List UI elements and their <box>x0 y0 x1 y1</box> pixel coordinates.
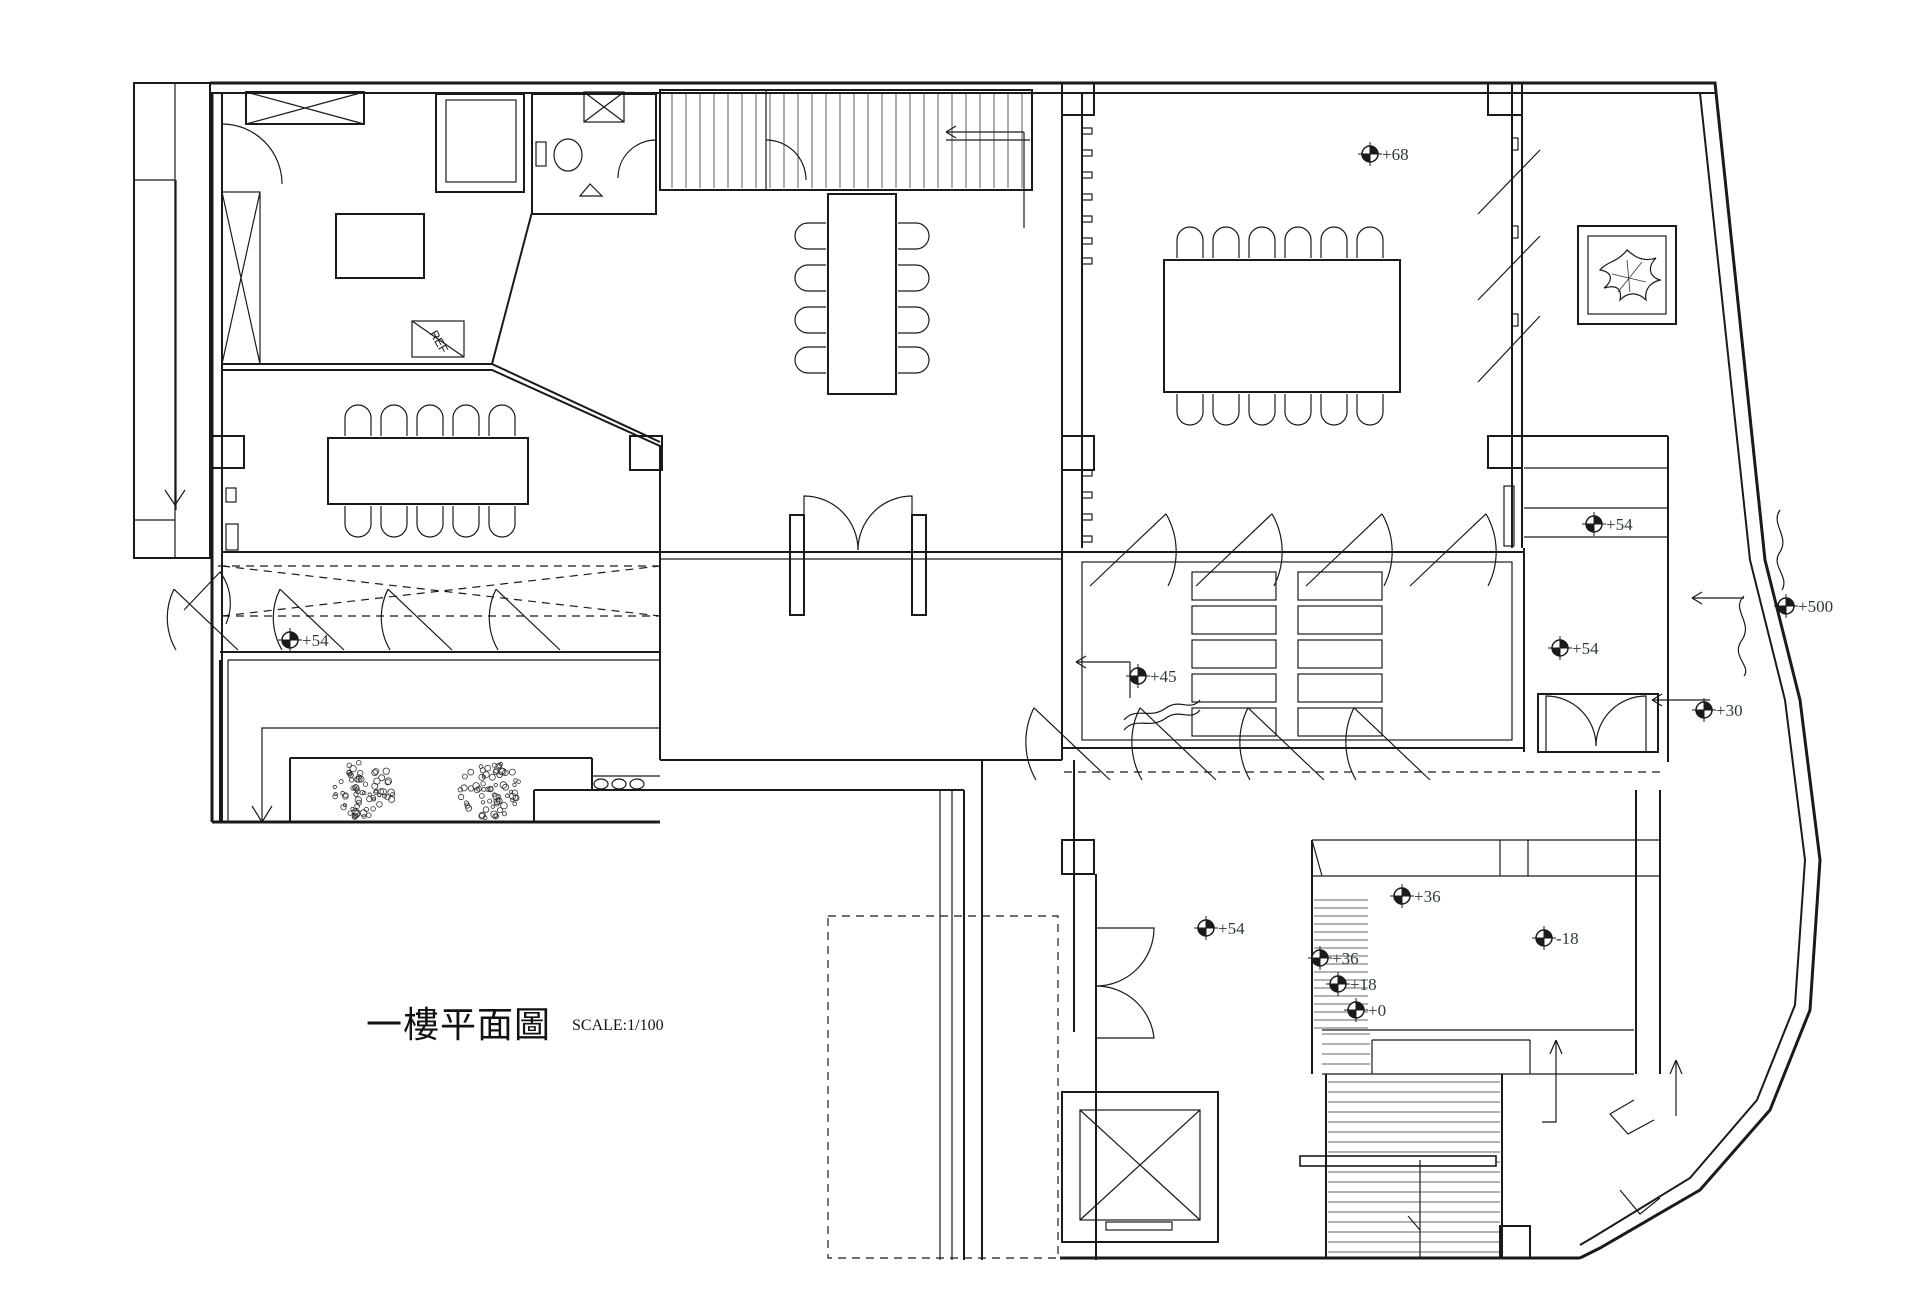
ref-label: REF <box>427 328 451 356</box>
exterior-walls <box>210 81 1822 1260</box>
chair <box>1212 394 1240 426</box>
level-label: +54 <box>1572 639 1599 658</box>
level-label: +0 <box>1368 1001 1386 1020</box>
level-label: +68 <box>1382 145 1409 164</box>
chair <box>794 264 826 292</box>
chair <box>380 404 408 436</box>
level-marker-plus0: +0 <box>1344 998 1386 1022</box>
west-meeting-room <box>211 369 663 555</box>
chair <box>1284 394 1312 426</box>
chair <box>416 506 444 538</box>
level-marker-plus54-upper: +54 <box>1582 512 1633 536</box>
sw-corridor <box>166 551 1062 1260</box>
chair <box>1176 226 1204 258</box>
level-label: +36 <box>1332 949 1359 968</box>
level-marker-plus45: +45 <box>1126 664 1177 688</box>
level-label: +30 <box>1716 701 1743 720</box>
chair <box>380 506 408 538</box>
chair <box>488 404 516 436</box>
kitchen-room: REF <box>221 91 661 443</box>
chair <box>452 404 480 436</box>
west-entry-band <box>133 82 211 559</box>
chair <box>1176 394 1204 426</box>
chair <box>416 404 444 436</box>
chair <box>1356 394 1384 426</box>
chair <box>1284 226 1312 258</box>
level-marker-plus54-south: +54 <box>1194 916 1245 940</box>
ne-conference-room <box>1163 82 1677 548</box>
chair <box>1248 394 1276 426</box>
chair <box>1320 226 1348 258</box>
drawing-title: 一樓平面圖 <box>366 1005 552 1046</box>
level-label: +500 <box>1798 597 1833 616</box>
chair <box>1212 226 1240 258</box>
level-label: +36 <box>1414 887 1441 906</box>
level-marker-plus500: +500 <box>1774 594 1833 618</box>
south-lobby <box>1061 760 1683 1260</box>
level-marker-plus18: +18 <box>1326 972 1377 996</box>
central-hall <box>660 82 1095 760</box>
chair <box>898 306 930 334</box>
chair <box>452 506 480 538</box>
level-label: -18 <box>1556 929 1579 948</box>
level-label: +45 <box>1150 667 1177 686</box>
chair <box>488 506 516 538</box>
level-label: +54 <box>1218 919 1245 938</box>
level-marker-minus18: -18 <box>1532 926 1579 950</box>
chair <box>898 264 930 292</box>
level-label: +18 <box>1350 975 1377 994</box>
chair <box>898 222 930 250</box>
chair <box>1248 226 1276 258</box>
chair <box>344 404 372 436</box>
drawing-scale: SCALE:1/100 <box>572 1017 664 1034</box>
level-label: +54 <box>1606 515 1633 534</box>
planter-left <box>332 760 396 820</box>
tree-icon <box>1598 249 1663 302</box>
chair <box>344 506 372 538</box>
chair <box>794 306 826 334</box>
chair <box>1320 394 1348 426</box>
north-stair <box>659 89 1033 191</box>
chair <box>794 346 826 374</box>
restroom <box>531 91 657 215</box>
display-foyer <box>1025 513 1662 781</box>
level-marker-plus36: +36 <box>1390 884 1441 908</box>
level-marker-plus36-step: +36 <box>1308 946 1359 970</box>
chair <box>794 222 826 250</box>
level-marker-plus68: +68 <box>1358 142 1409 166</box>
level-marker-plus54-east: +54 <box>1548 636 1599 660</box>
planter-right <box>457 761 521 820</box>
chair <box>898 346 930 374</box>
level-label: +54 <box>302 631 329 650</box>
east-corridor <box>1522 435 1785 762</box>
level-marker-plus30: +30 <box>1692 698 1743 722</box>
level-marker-plus54-west: +54 <box>278 628 329 652</box>
chair <box>1356 226 1384 258</box>
